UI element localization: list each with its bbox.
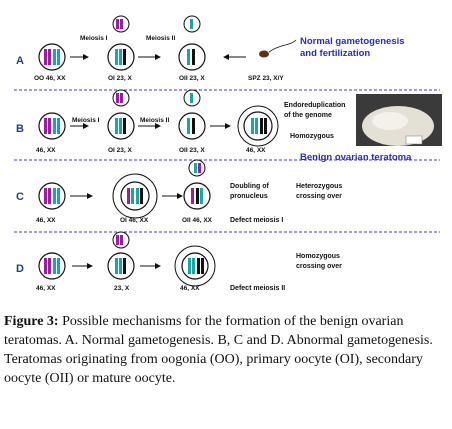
row-c: 46, XX OI 46, XX OII 46, XX Doubling of … <box>36 159 342 224</box>
note-homo-2: crossing over <box>296 263 342 270</box>
note-normal-2: and fertilization <box>300 48 370 59</box>
cell-46-d <box>38 252 66 280</box>
label-46b-b: 46, XX <box>246 147 266 154</box>
label-oii-c: OII 46, XX <box>182 217 213 224</box>
label-spz: SPZ 23, X/Y <box>248 75 284 82</box>
note-doubling-1: Doubling of <box>230 183 270 190</box>
cell-46b-b <box>237 105 279 147</box>
note-homo-1: Homozygous <box>296 253 340 260</box>
label-46b-d: 46, XX <box>180 285 200 292</box>
step-meiosis1-a: Meiosis I <box>80 35 108 42</box>
step-meiosis1-b: Meiosis I <box>72 117 100 124</box>
row-a: Meiosis I Meiosis II OO 46, XX OI 23, X … <box>34 15 405 82</box>
label-46-d: 46, XX <box>36 285 56 292</box>
label-46-b: 46, XX <box>36 147 56 154</box>
row-label-c: C <box>16 191 24 203</box>
step-meiosis2-b: Meiosis II <box>140 117 169 124</box>
label-oi-c: OI 46, XX <box>120 217 149 224</box>
cell-oi-b <box>107 89 135 140</box>
cell-46b-d <box>174 245 216 287</box>
row-b: Meiosis I Meiosis II 46, XX OI 23, X OII… <box>36 89 442 163</box>
cell-oii-a <box>178 15 206 71</box>
cell-46-c <box>38 182 66 210</box>
label-oii-b: OII 23, X <box>179 147 205 154</box>
row-label-d: D <box>16 263 24 275</box>
row-label-a: A <box>16 55 24 67</box>
note-endo-2: of the genome <box>284 112 332 119</box>
figure-caption: Figure 3: Possible mechanisms for the fo… <box>4 312 448 388</box>
note-endo-1: Endoreduplication <box>284 102 345 109</box>
cell-46-b <box>38 112 66 140</box>
label-23-d: 23, X <box>114 285 130 292</box>
label-oi-a: OI 23, X <box>108 75 133 82</box>
teratoma-mechanism-diagram: A B C D Meiosis I Meiosis II <box>14 15 442 292</box>
cell-oii-c <box>183 159 211 210</box>
label-oi-b: OI 23, X <box>108 147 133 154</box>
cell-23-d <box>107 231 135 280</box>
step-meiosis2-a: Meiosis II <box>146 35 175 42</box>
cell-oo <box>38 43 66 71</box>
note-hetero-2: crossing over <box>296 193 342 200</box>
sperm-icon <box>259 39 297 58</box>
note-normal-1: Normal gametogenesis <box>300 36 405 47</box>
cell-oi-c <box>112 173 158 219</box>
note-defect1: Defect meiosis I <box>230 217 283 224</box>
row-label-b: B <box>16 123 24 135</box>
row-separators <box>14 89 440 233</box>
note-hetero-1: Heterozygous <box>296 183 342 190</box>
note-benign: Benign ovarian teratoma <box>300 152 412 163</box>
caption-text: Possible mechanisms for the formation of… <box>4 314 433 386</box>
cell-oii-b <box>178 89 206 140</box>
label-oo: OO 46, XX <box>34 75 66 82</box>
caption-label: Figure 3: <box>4 314 59 329</box>
row-d: 46, XX 23, X 46, XX Defect meiosis II Ho… <box>36 231 342 292</box>
note-homozygous-b: Homozygous <box>290 133 334 140</box>
teratoma-photo <box>356 94 442 146</box>
cell-oi-a <box>107 15 135 71</box>
label-46-c: 46, XX <box>36 217 56 224</box>
note-doubling-2: pronucleus <box>230 193 268 200</box>
note-defect2: Defect meiosis II <box>230 285 285 292</box>
label-oii-a: OII 23, X <box>179 75 205 82</box>
